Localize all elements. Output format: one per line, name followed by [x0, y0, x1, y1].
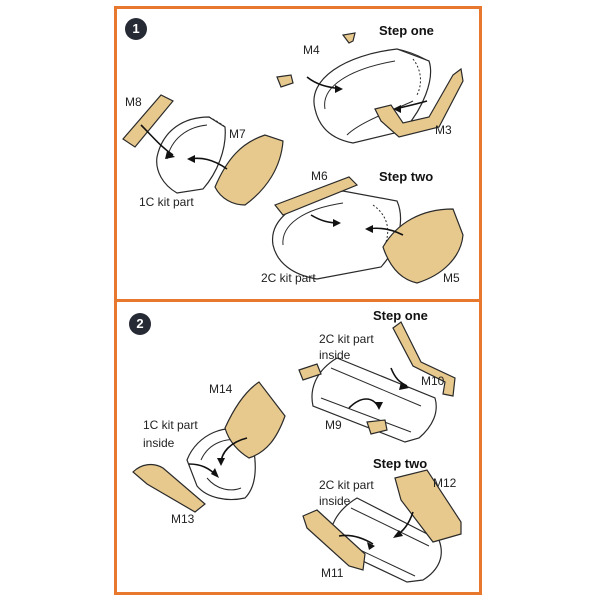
- label-m5: M5: [443, 271, 460, 285]
- label-m11: M11: [321, 566, 344, 580]
- instruction-panel-2: 2 Step one 2C kit part inside M10 M14 M9…: [114, 299, 482, 595]
- label-m10: M10: [421, 374, 445, 388]
- part-m5: [382, 208, 464, 284]
- step-two-heading: Step two: [373, 456, 428, 471]
- part-m6: [274, 176, 359, 216]
- panel-2-drawing: [132, 321, 462, 583]
- label-m3: M3: [435, 123, 452, 137]
- part-m9: [366, 419, 388, 435]
- step-one-heading: Step one: [379, 23, 434, 38]
- part-m11: [302, 509, 366, 571]
- label-kit-2c: 2C kit part: [261, 271, 316, 285]
- part-m8: [122, 94, 174, 148]
- step-one-heading: Step one: [373, 308, 428, 323]
- part-m13: [132, 463, 206, 513]
- label-m4: M4: [303, 43, 320, 57]
- arrow-m11: [338, 534, 374, 545]
- part-m14: [224, 381, 286, 459]
- label-kit-2c-top-inside: inside: [319, 348, 351, 362]
- label-m9: M9: [325, 418, 342, 432]
- label-m13: M13: [171, 512, 195, 526]
- label-m6: M6: [311, 169, 328, 183]
- label-kit-1c: 1C kit part: [139, 195, 194, 209]
- label-m7: M7: [229, 127, 246, 141]
- step-badge-1: 1: [125, 18, 147, 40]
- part-m9-strip: [298, 363, 322, 381]
- part-m3: [374, 67, 464, 138]
- part-m10: [392, 321, 456, 397]
- part-m4: [341, 32, 356, 44]
- label-kit-1c-inside: inside: [143, 436, 175, 450]
- step-two-heading: Step two: [379, 169, 434, 184]
- kit-part-1c-frame: [156, 116, 226, 194]
- label-kit-2c-top: 2C kit part: [319, 332, 374, 346]
- label-kit-2c-bottom: 2C kit part: [319, 478, 374, 492]
- part-m7: [214, 134, 284, 206]
- kit-part-2c-frame-step-two: [329, 497, 442, 583]
- instruction-panel-1: 1 Step one M4 M8 M7 M3 1C kit part Step …: [114, 6, 482, 302]
- arrow-m8: [140, 124, 174, 156]
- part-m4-strip: [276, 74, 294, 88]
- step-badge-2: 2: [129, 313, 151, 335]
- label-m12: M12: [433, 476, 457, 490]
- arrow-m10: [390, 367, 408, 387]
- label-m14: M14: [209, 382, 233, 396]
- label-m8: M8: [125, 95, 142, 109]
- panel-1-drawing: [122, 32, 464, 284]
- label-kit-1c: 1C kit part: [143, 418, 198, 432]
- part-m12: [394, 469, 462, 543]
- label-kit-2c-bottom-inside: inside: [319, 494, 351, 508]
